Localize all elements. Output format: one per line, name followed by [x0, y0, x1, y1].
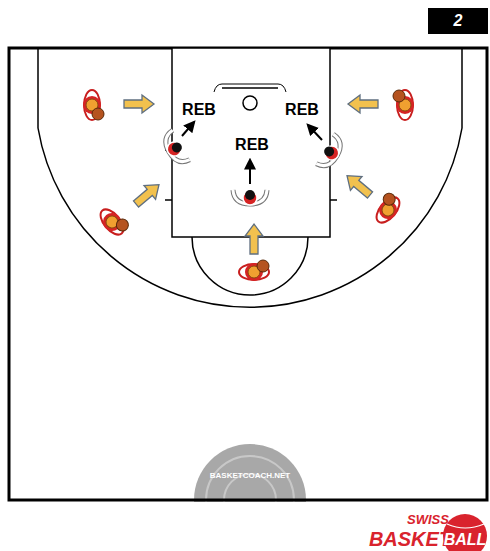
- logo-text: SWISS: [407, 513, 449, 526]
- rebound-arrow: [182, 122, 194, 136]
- rebound-label: REB: [182, 102, 216, 118]
- cut-arrow: [348, 95, 378, 113]
- logo-text: BASKET: [369, 529, 451, 549]
- lane: [172, 48, 330, 237]
- page-number-box: 2: [428, 8, 488, 34]
- rebound-arrow: [249, 160, 251, 184]
- offense-player: [393, 90, 414, 120]
- offense-player: [83, 90, 104, 120]
- defense-player: [160, 130, 190, 167]
- logo-ball: [443, 514, 487, 551]
- rebound-arrow: [308, 125, 322, 140]
- rebound-label: REB: [235, 137, 269, 153]
- page-number: 2: [454, 12, 463, 30]
- cut-arrow: [124, 95, 154, 113]
- basket: [243, 96, 257, 110]
- offense-player: [95, 203, 130, 239]
- cut-arrow: [130, 178, 165, 211]
- offense-player: [239, 260, 269, 281]
- defense-player: [233, 190, 267, 205]
- logo-text: BALL: [444, 532, 487, 548]
- watermark: BASKETCOACH.NET: [210, 472, 290, 480]
- cut-arrow: [245, 224, 263, 254]
- cut-arrow: [341, 169, 376, 202]
- rebound-label: REB: [285, 102, 319, 118]
- court-outline: [9, 48, 487, 500]
- three-point-line: [38, 48, 462, 307]
- offense-player: [369, 191, 404, 227]
